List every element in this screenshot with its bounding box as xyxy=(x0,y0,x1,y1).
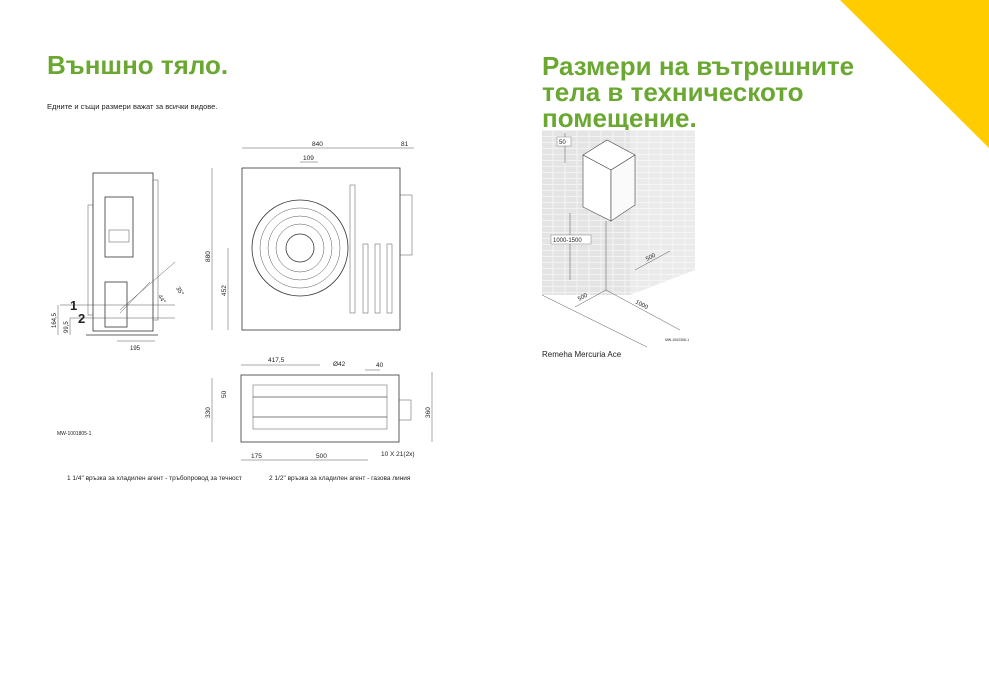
dim-880: 880 xyxy=(205,251,212,262)
outdoor-unit-drawings: 1 2 164,5 99,5 195 35° 44° 840 xyxy=(52,141,433,461)
dim-front-clearance: 500 xyxy=(577,292,589,302)
side-view: 1 2 164,5 99,5 195 35° 44° xyxy=(52,172,184,352)
dim-40: 40 xyxy=(376,362,384,369)
legend-item-1: 1 1/4" връзка за хладилен агент - тръбоп… xyxy=(67,475,242,482)
dim-452: 452 xyxy=(221,285,228,296)
right-drawing-code: MW-1002306-1 xyxy=(665,338,689,342)
dim-depth-clearance: 1000 xyxy=(634,299,649,311)
angle-35: 35° xyxy=(174,286,184,297)
top-view: 417,5 Ø42 40 330 50 360 175 500 10 X 21(… xyxy=(205,357,433,461)
connection-label-1: 1 xyxy=(70,298,77,313)
dim-d42: Ø42 xyxy=(333,361,346,368)
dim-side-clearance: 500 xyxy=(645,252,657,262)
dim-holes: 10 X 21(2x) xyxy=(381,451,415,458)
dim-360: 360 xyxy=(425,407,432,418)
dim-175: 175 xyxy=(251,453,262,460)
dim-top-clearance: 50 xyxy=(559,140,566,146)
right-title: Размери на вътрешните тела в техническот… xyxy=(542,53,854,131)
right-title-line: Размери на вътрешните xyxy=(542,51,855,81)
dim-mount-height: 1000-1500 xyxy=(553,238,582,244)
left-drawing-code: MW-1001805-1 xyxy=(57,431,92,437)
front-view: 840 81 109 880 452 xyxy=(205,141,414,331)
angle-44: 44° xyxy=(156,294,166,305)
dim-81: 81 xyxy=(401,141,409,148)
connection-label-2: 2 xyxy=(78,311,85,326)
left-title: Външно тяло. xyxy=(47,50,229,80)
indoor-unit-drawing: 50 1000-1500 500 500 1000 MW-1002306-1 xyxy=(541,130,695,348)
dim-500: 500 xyxy=(316,453,327,460)
dim-99-5: 99,5 xyxy=(64,321,70,333)
left-subtitle: Едните и същи размери важат за всички ви… xyxy=(47,102,218,111)
dim-50: 50 xyxy=(221,390,228,398)
right-title-line: помещение. xyxy=(542,103,697,133)
dim-195: 195 xyxy=(130,346,141,352)
right-title-line: тела в техническото xyxy=(542,77,804,107)
dim-417-5: 417,5 xyxy=(268,357,285,364)
indoor-unit-caption: Remeha Mercuria Ace xyxy=(542,350,622,359)
dim-840: 840 xyxy=(312,141,323,148)
legend-item-2: 2 1/2" връзка за хладилен агент - газова… xyxy=(269,475,411,482)
dim-330: 330 xyxy=(205,407,212,418)
dim-164-5: 164,5 xyxy=(52,312,58,328)
dim-109: 109 xyxy=(303,155,314,162)
